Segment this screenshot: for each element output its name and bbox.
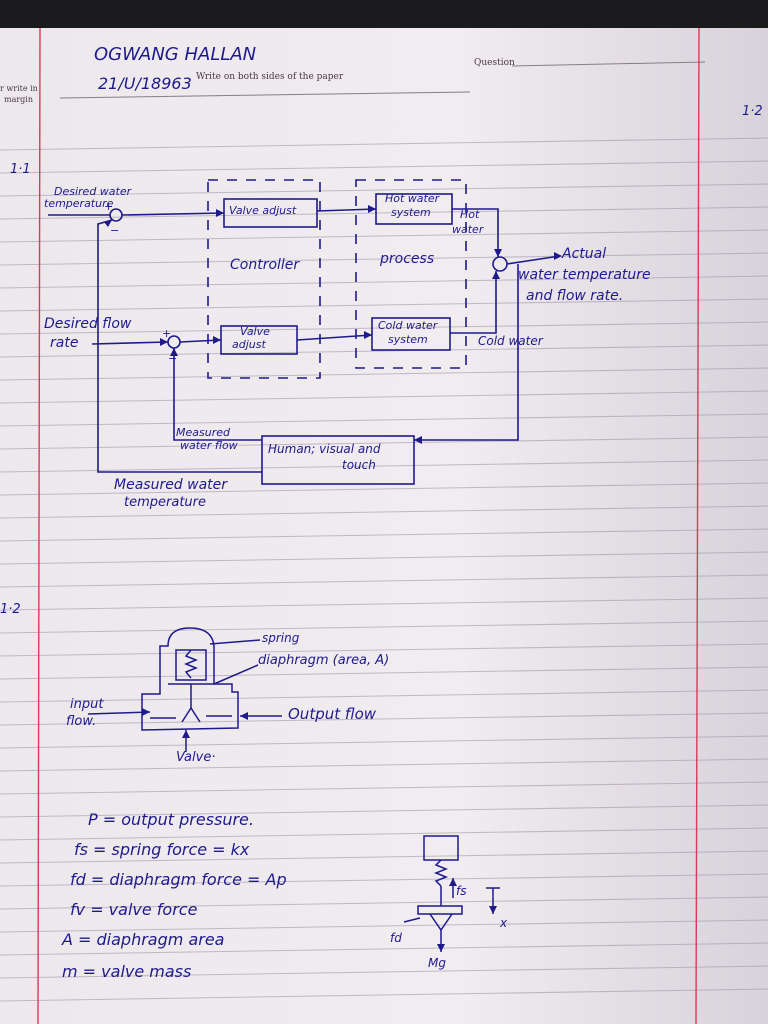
cold-water-system-label-2: system <box>388 333 428 346</box>
valve-adjust-bottom-label-1: Valve <box>240 325 270 338</box>
q2-valve-sketch <box>87 627 282 752</box>
desired-flow-label-1: Desired flow <box>44 316 132 332</box>
fbd-mg-label: Mg <box>428 956 446 970</box>
left-margin-line <box>37 28 41 1024</box>
question-label: Question <box>474 58 515 68</box>
question-rule <box>511 61 706 67</box>
q1-block-diagram <box>48 179 561 485</box>
svg-text:−: − <box>168 352 177 365</box>
hot-water-system-label-2: system <box>391 206 431 219</box>
valve-label: Valve· <box>176 750 216 765</box>
q2-arrowheads <box>142 708 248 738</box>
registration-number: 21/U/18963 <box>98 74 192 93</box>
free-body-diagram <box>403 835 500 952</box>
input-flow-label-2: flow. <box>66 714 97 729</box>
desired-flow-label-2: rate <box>50 335 79 351</box>
controller-dashed-box <box>207 179 321 379</box>
definition-line: A = diaphragm area <box>62 930 225 949</box>
definition-line: fv = valve force <box>70 900 198 919</box>
valve-adjust-bottom-label-2: adjust <box>232 338 266 351</box>
human-block <box>261 435 415 485</box>
margin-note-2: margin <box>4 95 34 104</box>
fbd-fd-label: fd <box>390 931 402 945</box>
q2-number: 1·2 <box>0 602 21 617</box>
spring-icon <box>183 649 199 679</box>
ruled-lines-and-diagrams: + − + − <box>0 28 768 1024</box>
header-rule <box>59 91 471 99</box>
valve-adjust-top-label: Valve adjust <box>229 204 297 217</box>
right-margin-line <box>695 28 700 1024</box>
q1-signs: + − + − <box>104 200 177 365</box>
definition-line: fd = diaphragm force = Ap <box>70 870 287 889</box>
hot-water-system-label-1: Hot water <box>385 192 440 205</box>
svg-text:+: + <box>104 200 113 213</box>
instruction-text: Write on both sides of the paper <box>196 72 344 82</box>
hot-water-label-2: water <box>452 223 484 236</box>
process-dashed-box <box>355 179 467 369</box>
output-flow-label: Output flow <box>288 705 377 723</box>
cold-water-system-label-1: Cold water <box>378 319 438 332</box>
process-label: process <box>380 251 435 267</box>
fbd-valve-icon <box>429 913 453 932</box>
measured-flow-label-2: water flow <box>180 439 238 452</box>
ruled-lines <box>0 137 768 1002</box>
svg-text:+: + <box>162 327 171 340</box>
diaphragm-label: diaphragm (area, A) <box>258 653 390 668</box>
student-name: OGWANG HALLAN <box>94 44 257 65</box>
cold-water-system-block <box>371 317 451 351</box>
notebook-page: + − + − <box>0 28 768 1024</box>
right-margin-label: 1·2 <box>742 104 763 119</box>
mix-summing-junction <box>492 256 508 272</box>
q1-number: 1·1 <box>10 162 31 177</box>
definition-line: P = output pressure. <box>88 810 254 829</box>
cold-water-label: Cold water <box>478 334 543 348</box>
actual-output-label-1: Actual <box>562 246 607 262</box>
hot-water-label-1: Hot <box>460 208 480 221</box>
fbd-x-label: x <box>500 916 508 930</box>
human-block-label-2: touch <box>342 458 376 472</box>
desired-temp-label-2: temperature <box>44 197 114 210</box>
actual-output-label-3: and flow rate. <box>526 288 624 304</box>
measured-temp-label-2: temperature <box>124 495 206 510</box>
actual-output-label-2: water temperature <box>518 267 651 283</box>
margin-note-1: r write in <box>0 84 38 93</box>
q1-arrowheads <box>104 205 562 444</box>
definition-line: fs = spring force = kx <box>74 840 250 859</box>
definition-line: m = valve mass <box>62 962 192 981</box>
controller-label: Controller <box>230 257 300 273</box>
fbd-diaphragm <box>417 905 463 915</box>
fbd-fs-label: fs <box>456 884 467 898</box>
desired-temp-label-1: Desired water <box>54 185 132 198</box>
measured-temp-label-1: Measured water <box>114 477 228 493</box>
measured-flow-label-1: Measured <box>176 426 230 439</box>
spring-label: spring <box>262 631 300 645</box>
svg-text:−: − <box>110 224 119 237</box>
input-flow-label-1: input <box>70 697 104 712</box>
fbd-spring-icon <box>433 859 449 887</box>
human-block-label-1: Human; visual and <box>268 442 381 456</box>
valve-plug-icon <box>181 706 201 723</box>
fbd-arrowheads <box>437 878 497 952</box>
